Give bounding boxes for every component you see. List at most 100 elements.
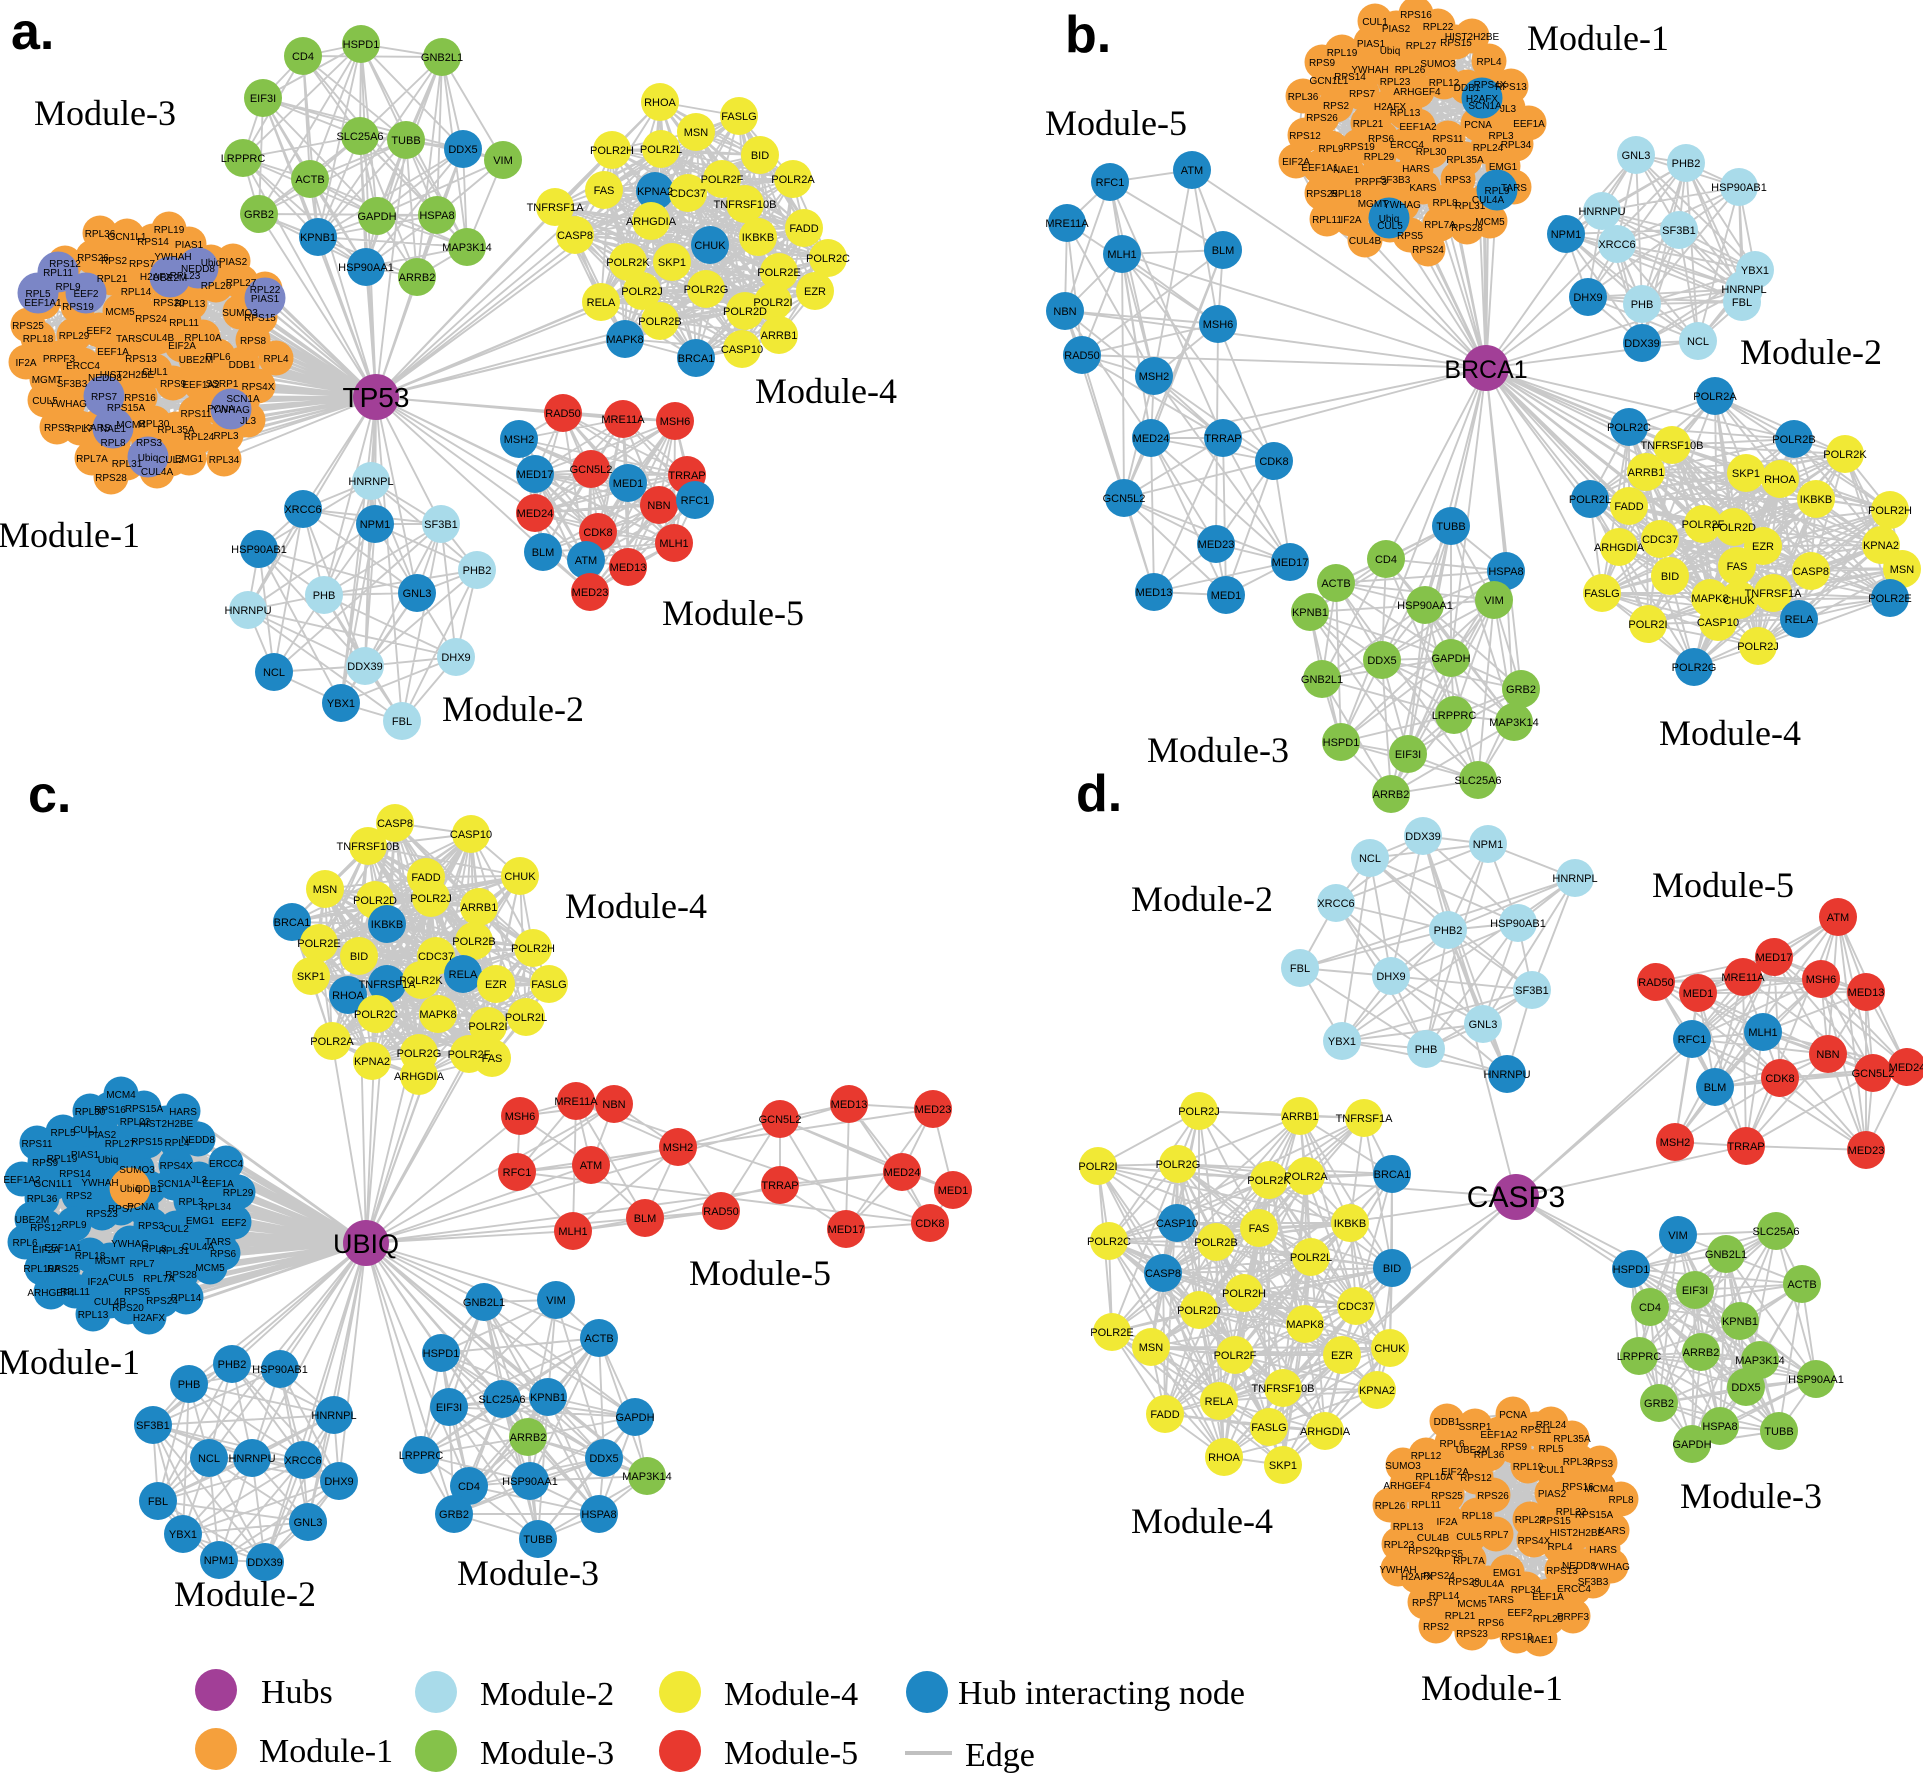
svg-text:RPL9: RPL9 [55,282,80,293]
svg-text:RPL34: RPL34 [201,1202,232,1213]
svg-text:RPS20: RPS20 [153,298,185,309]
svg-text:ARHGEF4: ARHGEF4 [1393,87,1441,98]
svg-text:RPS11: RPS11 [22,1139,53,1150]
svg-text:RPS7: RPS7 [108,1204,135,1215]
svg-text:RAD50: RAD50 [545,408,580,420]
svg-text:HARS: HARS [1589,1545,1617,1556]
svg-text:ARHGDIA: ARHGDIA [626,216,677,228]
svg-text:SSRP1: SSRP1 [1459,1422,1492,1433]
svg-text:NCL: NCL [263,667,285,679]
svg-text:DDB1: DDB1 [136,1184,163,1195]
svg-text:DDX39: DDX39 [347,661,382,673]
svg-text:POLR2F: POLR2F [701,174,744,186]
svg-text:CUL1: CUL1 [142,367,168,378]
svg-text:PIAS1: PIAS1 [1357,39,1386,50]
svg-text:FBL: FBL [392,716,412,728]
svg-text:SCN1A: SCN1A [157,1179,191,1190]
svg-text:MSH6: MSH6 [1203,319,1234,331]
svg-text:RPS3: RPS3 [1445,175,1472,186]
svg-text:RPS13: RPS13 [125,354,157,365]
svg-text:RPS24: RPS24 [1412,245,1444,256]
svg-text:NEDD8: NEDD8 [88,373,122,384]
svg-text:YWHAG: YWHAG [49,399,87,410]
svg-text:YWHAG: YWHAG [1592,1562,1630,1573]
svg-text:EEF1A1: EEF1A1 [24,298,62,309]
svg-text:c.: c. [28,766,71,824]
svg-text:RPL27: RPL27 [1406,41,1437,52]
svg-text:TRRAP: TRRAP [1204,433,1241,445]
svg-text:ARRB2: ARRB2 [510,1432,547,1444]
svg-text:MED17: MED17 [1756,952,1793,964]
svg-text:RPS12: RPS12 [30,1223,62,1234]
svg-text:MGMT: MGMT [95,1256,126,1267]
svg-text:POLR2J: POLR2J [621,286,663,298]
svg-text:RPL9: RPL9 [61,1220,86,1231]
svg-text:EEF1A2: EEF1A2 [3,1175,41,1186]
svg-text:HARS: HARS [169,1107,197,1118]
svg-text:EZR: EZR [1331,1350,1353,1362]
svg-text:RPL24: RPL24 [184,432,215,443]
svg-text:CHUK: CHUK [1723,595,1755,607]
svg-text:EMG1: EMG1 [175,454,204,465]
svg-text:NCL: NCL [198,1453,220,1465]
svg-text:UBE2M: UBE2M [1456,1445,1490,1456]
svg-text:POLR2A: POLR2A [1693,391,1737,403]
svg-text:Module-5: Module-5 [662,593,804,633]
svg-text:SLC25A6: SLC25A6 [336,131,383,143]
svg-text:RPL21: RPL21 [97,274,128,285]
svg-text:UBIQ: UBIQ [333,1229,399,1259]
svg-text:RPL11: RPL11 [1312,215,1342,226]
svg-text:CUL4B: CUL4B [1349,236,1382,247]
svg-text:Module-2: Module-2 [1740,332,1882,372]
svg-text:PCNA: PCNA [1499,1410,1527,1421]
svg-text:RPS28: RPS28 [95,473,127,484]
svg-text:MAP3K14: MAP3K14 [442,242,492,254]
svg-text:UBE2M: UBE2M [15,1215,49,1226]
svg-text:RPL30: RPL30 [75,1107,106,1118]
svg-text:MSH6: MSH6 [1806,974,1837,986]
svg-text:EMG1: EMG1 [186,1216,215,1227]
svg-text:POLR2L: POLR2L [1569,494,1611,506]
svg-text:RPL18: RPL18 [1462,1511,1493,1522]
svg-text:HNRNPU: HNRNPU [1483,1069,1530,1081]
svg-text:H2AFX: H2AFX [133,1313,166,1324]
svg-text:FAS: FAS [1249,1223,1270,1235]
svg-text:POLR2C: POLR2C [354,1009,398,1021]
svg-text:ARRB2: ARRB2 [1373,789,1410,801]
svg-text:RPS15: RPS15 [131,1137,163,1148]
svg-text:H2AFX: H2AFX [1401,1572,1434,1583]
svg-text:BLM: BLM [1704,1082,1727,1094]
svg-text:CHUK: CHUK [694,240,726,252]
svg-text:CUL1: CUL1 [73,1125,99,1136]
svg-text:HSP90AA1: HSP90AA1 [1788,1374,1844,1386]
svg-text:RPS4X: RPS4X [1474,80,1507,91]
svg-text:Module-1: Module-1 [0,515,140,555]
svg-text:BID: BID [1661,571,1679,583]
svg-text:RPS25: RPS25 [47,1264,79,1275]
svg-text:SSRP1: SSRP1 [206,379,239,390]
svg-text:CDC37: CDC37 [670,188,706,200]
svg-text:ARRB1: ARRB1 [1282,1111,1319,1123]
svg-text:RPS25: RPS25 [1306,189,1338,200]
svg-text:TUBB: TUBB [391,135,420,147]
svg-text:PHB2: PHB2 [463,565,492,577]
svg-text:GRB2: GRB2 [1506,684,1536,696]
svg-text:HIST2H2BE: HIST2H2BE [1445,32,1500,43]
svg-text:CASP10: CASP10 [721,344,763,356]
svg-text:MCM5: MCM5 [195,1263,225,1274]
svg-text:DHX9: DHX9 [1376,971,1405,983]
svg-text:RPS9: RPS9 [1501,1442,1528,1453]
svg-text:RPL29: RPL29 [1533,1614,1564,1625]
svg-text:POLR2I: POLR2I [1628,619,1667,631]
svg-text:SUMO3: SUMO3 [222,308,258,319]
svg-text:DHX9: DHX9 [324,1476,353,1488]
svg-text:ARHGEF4: ARHGEF4 [1383,1481,1431,1492]
svg-text:RPS15A: RPS15A [125,1104,164,1115]
svg-text:SCN1A: SCN1A [1468,101,1502,112]
svg-text:RPL10A: RPL10A [23,1264,61,1275]
svg-text:TNFRSF10B: TNFRSF10B [714,199,777,211]
svg-text:RPS12: RPS12 [49,259,81,270]
svg-text:NPM1: NPM1 [1551,229,1582,241]
svg-text:MED24: MED24 [884,1167,921,1179]
svg-text:GCN1L1: GCN1L1 [34,1179,73,1190]
